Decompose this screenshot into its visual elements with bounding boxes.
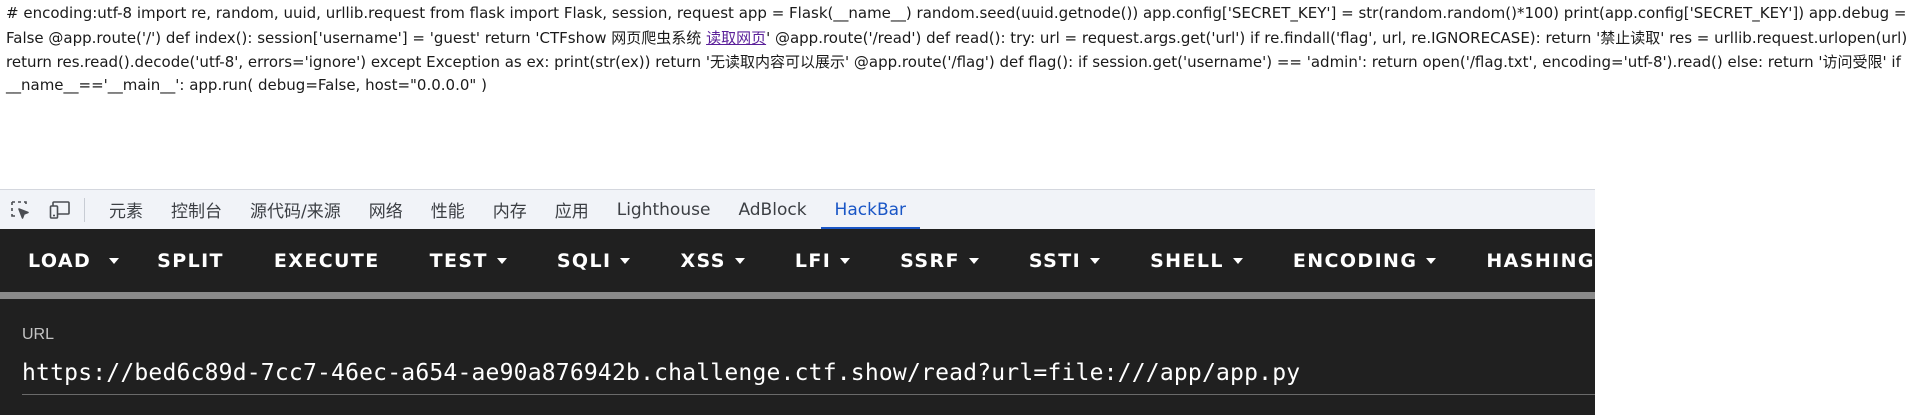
- inspect-element-icon[interactable]: [0, 190, 40, 230]
- ssti-menu-button[interactable]: SSTI: [1001, 229, 1122, 292]
- split-label: SPLIT: [157, 249, 224, 272]
- code-line-2: False @app.route('/') def index(): sessi…: [6, 27, 1907, 50]
- chevron-down-icon: [1090, 257, 1101, 264]
- tab-sources[interactable]: 源代码/来源: [250, 202, 341, 222]
- xss-label: XSS: [680, 249, 726, 272]
- url-panel: URL: [0, 299, 1595, 415]
- chevron-down-icon: [109, 257, 120, 264]
- code-line-4: __name__=='__main__': app.run( debug=Fal…: [6, 76, 487, 94]
- tab-adblock[interactable]: AdBlock: [738, 199, 807, 220]
- encoding-menu-button[interactable]: ENCODING: [1265, 229, 1459, 292]
- devtools-tab-bar: 元素 控制台 源代码/来源 网络 性能 内存 应用 Lighthouse AdB…: [0, 189, 1595, 230]
- tab-performance[interactable]: 性能: [430, 202, 465, 222]
- sqli-menu-button[interactable]: SQLI: [529, 229, 653, 292]
- code-text: False @app.route('/') def index(): sessi…: [6, 29, 707, 47]
- toolbar-divider: [84, 197, 85, 222]
- tab-application[interactable]: 应用: [554, 202, 589, 222]
- device-toolbar-icon[interactable]: [40, 190, 80, 230]
- ssti-label: SSTI: [1028, 249, 1082, 272]
- page-content: # encoding:utf-8 import re, random, uuid…: [0, 0, 1907, 189]
- load-dropdown-button[interactable]: [99, 229, 129, 292]
- ssrf-label: SSRF: [900, 249, 960, 272]
- chevron-down-icon: [620, 257, 631, 264]
- test-label: TEST: [429, 249, 488, 272]
- tab-elements[interactable]: 元素: [109, 202, 143, 222]
- toolbar-divider-bar: [0, 292, 1595, 299]
- url-input[interactable]: [22, 355, 1595, 391]
- chevron-down-icon: [968, 257, 979, 264]
- shell-menu-button[interactable]: SHELL: [1122, 229, 1265, 292]
- lfi-menu-button[interactable]: LFI: [767, 229, 872, 292]
- hackbar-toolbar: LOAD SPLIT EXECUTE TEST SQLI XSS LFI SSR…: [0, 229, 1595, 292]
- test-menu-button[interactable]: TEST: [402, 229, 529, 292]
- tab-lighthouse[interactable]: Lighthouse: [616, 199, 711, 220]
- code-text: ' @app.route('/read') def read(): try: u…: [766, 29, 1907, 47]
- tab-memory[interactable]: 内存: [492, 202, 527, 222]
- url-input-underline: [22, 394, 1595, 395]
- execute-button[interactable]: EXECUTE: [246, 229, 402, 292]
- tab-network[interactable]: 网络: [368, 202, 403, 222]
- split-button[interactable]: SPLIT: [129, 229, 246, 292]
- encoding-label: ENCODING: [1292, 249, 1418, 272]
- hashing-label: HASHING: [1486, 249, 1595, 272]
- hashing-menu-button[interactable]: HASHING: [1458, 229, 1617, 292]
- tab-hackbar[interactable]: HackBar: [820, 190, 921, 230]
- tab-console[interactable]: 控制台: [171, 202, 222, 222]
- xss-menu-button[interactable]: XSS: [652, 229, 766, 292]
- url-label: URL: [22, 326, 55, 343]
- execute-label: EXECUTE: [273, 249, 380, 272]
- chevron-down-icon: [734, 257, 745, 264]
- chevron-down-icon: [496, 257, 507, 264]
- code-line-1: # encoding:utf-8 import re, random, uuid…: [6, 4, 1907, 22]
- chevron-down-icon: [840, 257, 851, 264]
- chevron-down-icon: [1426, 257, 1437, 264]
- load-button[interactable]: LOAD: [28, 249, 92, 272]
- ssrf-menu-button[interactable]: SSRF: [872, 229, 1001, 292]
- shell-label: SHELL: [1150, 249, 1224, 272]
- chevron-down-icon: [1232, 257, 1243, 264]
- lfi-label: LFI: [794, 249, 832, 272]
- sqli-label: SQLI: [556, 249, 612, 272]
- code-line-3: return res.read().decode('utf-8', errors…: [6, 53, 1901, 71]
- read-page-link[interactable]: 读取网页: [706, 29, 767, 47]
